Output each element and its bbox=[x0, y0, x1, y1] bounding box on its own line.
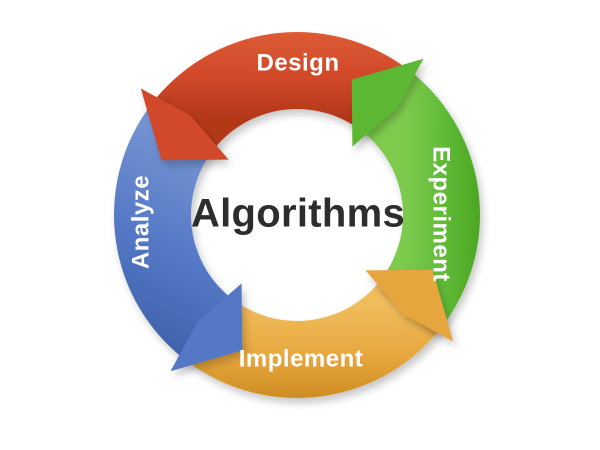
center-label: Algorithms bbox=[191, 192, 405, 236]
arrowhead-design-icon bbox=[140, 88, 229, 161]
step-label-implement: Implement bbox=[239, 345, 364, 372]
arrow-band-design bbox=[154, 32, 415, 149]
arrow-band-analyze bbox=[114, 97, 231, 358]
arrow-band-experiment bbox=[363, 72, 480, 333]
step-label-design: Design bbox=[256, 49, 339, 76]
arrow-heads bbox=[140, 58, 454, 372]
arrowhead-analyze-icon bbox=[170, 283, 243, 372]
step-label-analyze: Analyze bbox=[127, 175, 154, 269]
arrow-bands bbox=[114, 32, 480, 398]
arrowhead-experiment-icon bbox=[351, 58, 424, 147]
arrowhead-implement-icon bbox=[365, 269, 454, 342]
arrow-band-implement bbox=[179, 281, 440, 398]
step-label-experiment: Experiment bbox=[428, 146, 455, 282]
